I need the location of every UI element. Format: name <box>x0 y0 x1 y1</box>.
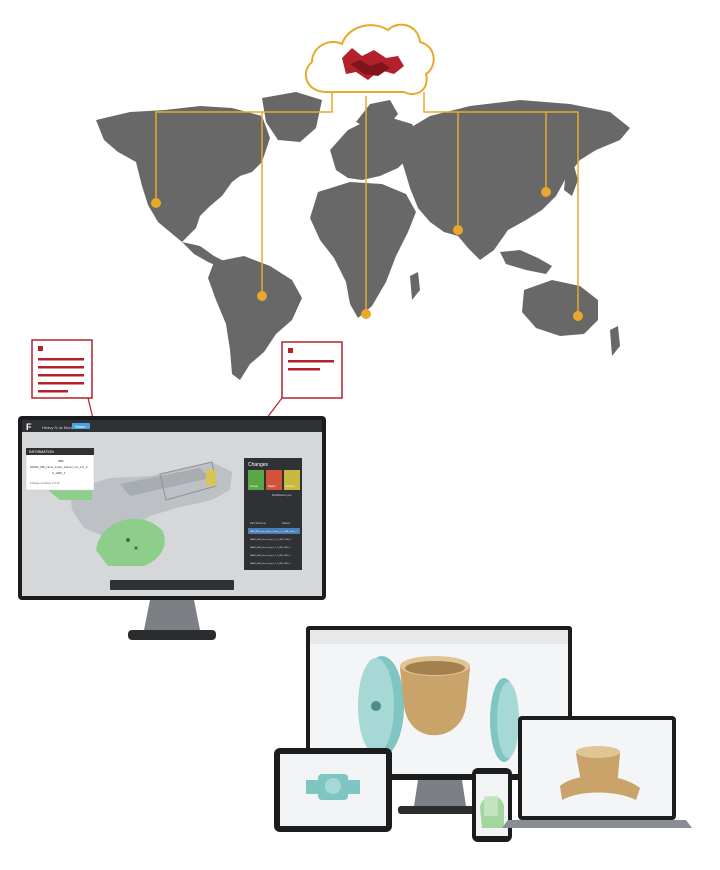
location-pin-icon[interactable] <box>453 225 463 235</box>
info-footer: Change (revision 2.0 D) <box>30 481 60 485</box>
cloud-connections <box>155 92 579 316</box>
map-se-asia <box>500 250 552 274</box>
map-madagascar <box>410 272 420 300</box>
map-north-america <box>96 106 270 242</box>
document-icon <box>281 341 343 399</box>
tab-history[interactable]: History <box>282 521 291 525</box>
info-line: 0_1050_1 <box>52 471 66 475</box>
location-pin-icon[interactable] <box>541 187 551 197</box>
information-panel: INFORMATION 0BE 0A000_RB_Lines_Front_Cen… <box>25 447 95 491</box>
map-asia <box>398 100 630 260</box>
phone-device <box>472 768 512 842</box>
status-text: Modification type <box>272 493 292 497</box>
location-pins <box>151 187 583 321</box>
list-item[interactable]: 0BE_RB_Lines_Front_Center_1_0_RB_1050_1 <box>250 530 297 533</box>
share-button-label: Share <box>75 424 86 429</box>
app-logo[interactable]: F <box>26 422 32 432</box>
list-item[interactable]: 0A000_RB_Lines_Front_C_0_RB_1050_1 <box>250 538 292 541</box>
info-line: 0BE <box>58 459 64 463</box>
panel-title: Changes <box>248 462 269 468</box>
panel-title: INFORMATION <box>29 450 54 454</box>
pending-card[interactable] <box>284 470 300 490</box>
map-new-zealand <box>610 326 620 356</box>
accept-card[interactable] <box>248 470 264 490</box>
3d-model-viewport[interactable] <box>306 774 360 800</box>
document-icon <box>31 339 93 399</box>
location-pin-icon[interactable] <box>573 311 583 321</box>
3d-model-viewport[interactable] <box>560 746 640 800</box>
card-label: Accept <box>250 484 258 488</box>
changes-panel: Changes Accept Reject Pending Modificati… <box>244 458 302 570</box>
tablet-device <box>274 748 392 832</box>
cloud-icon <box>304 23 435 95</box>
map-japan <box>564 166 578 196</box>
map-australia <box>522 280 598 336</box>
map-central-america <box>182 242 226 268</box>
location-pin-icon[interactable] <box>151 198 161 208</box>
location-pin-icon[interactable] <box>257 291 267 301</box>
desktop-monitor: F Heavy N ds Model 3 Share INFORMATION 0… <box>18 416 326 640</box>
tab-part-structure[interactable]: Part Structure <box>250 521 267 525</box>
3d-model-viewport[interactable] <box>480 796 504 828</box>
laptop-device <box>502 716 692 828</box>
3d-bracket-model <box>342 48 404 80</box>
list-item[interactable]: 0A000_RB_Lines_Front_1_0_RB_1050_1 <box>250 554 292 557</box>
world-map <box>96 92 630 380</box>
card-label: Reject <box>268 484 276 488</box>
3d-model-viewport[interactable] <box>48 461 232 566</box>
share-button[interactable] <box>72 423 90 429</box>
list-item[interactable]: 0A000_RB_Lines_Front_1_0_RB_1050_1 <box>250 562 292 565</box>
map-greenland <box>262 92 322 142</box>
viewport-toolbar[interactable] <box>110 580 234 590</box>
breadcrumb[interactable]: Heavy N ds Model 3 <box>42 425 79 430</box>
info-line: 0A000_RB_Lines_Front_Center_Lin_Lin_0 <box>30 465 88 469</box>
map-africa <box>310 182 416 318</box>
3d-model-viewport[interactable] <box>358 656 519 762</box>
location-pin-icon[interactable] <box>361 309 371 319</box>
card-label: Pending <box>285 484 295 488</box>
map-south-america <box>208 256 302 380</box>
list-item[interactable]: 0A000_RB_Lines_Front_1_0_RB_1050_1 <box>250 546 292 549</box>
reject-card[interactable] <box>266 470 282 490</box>
map-europe <box>330 118 420 180</box>
